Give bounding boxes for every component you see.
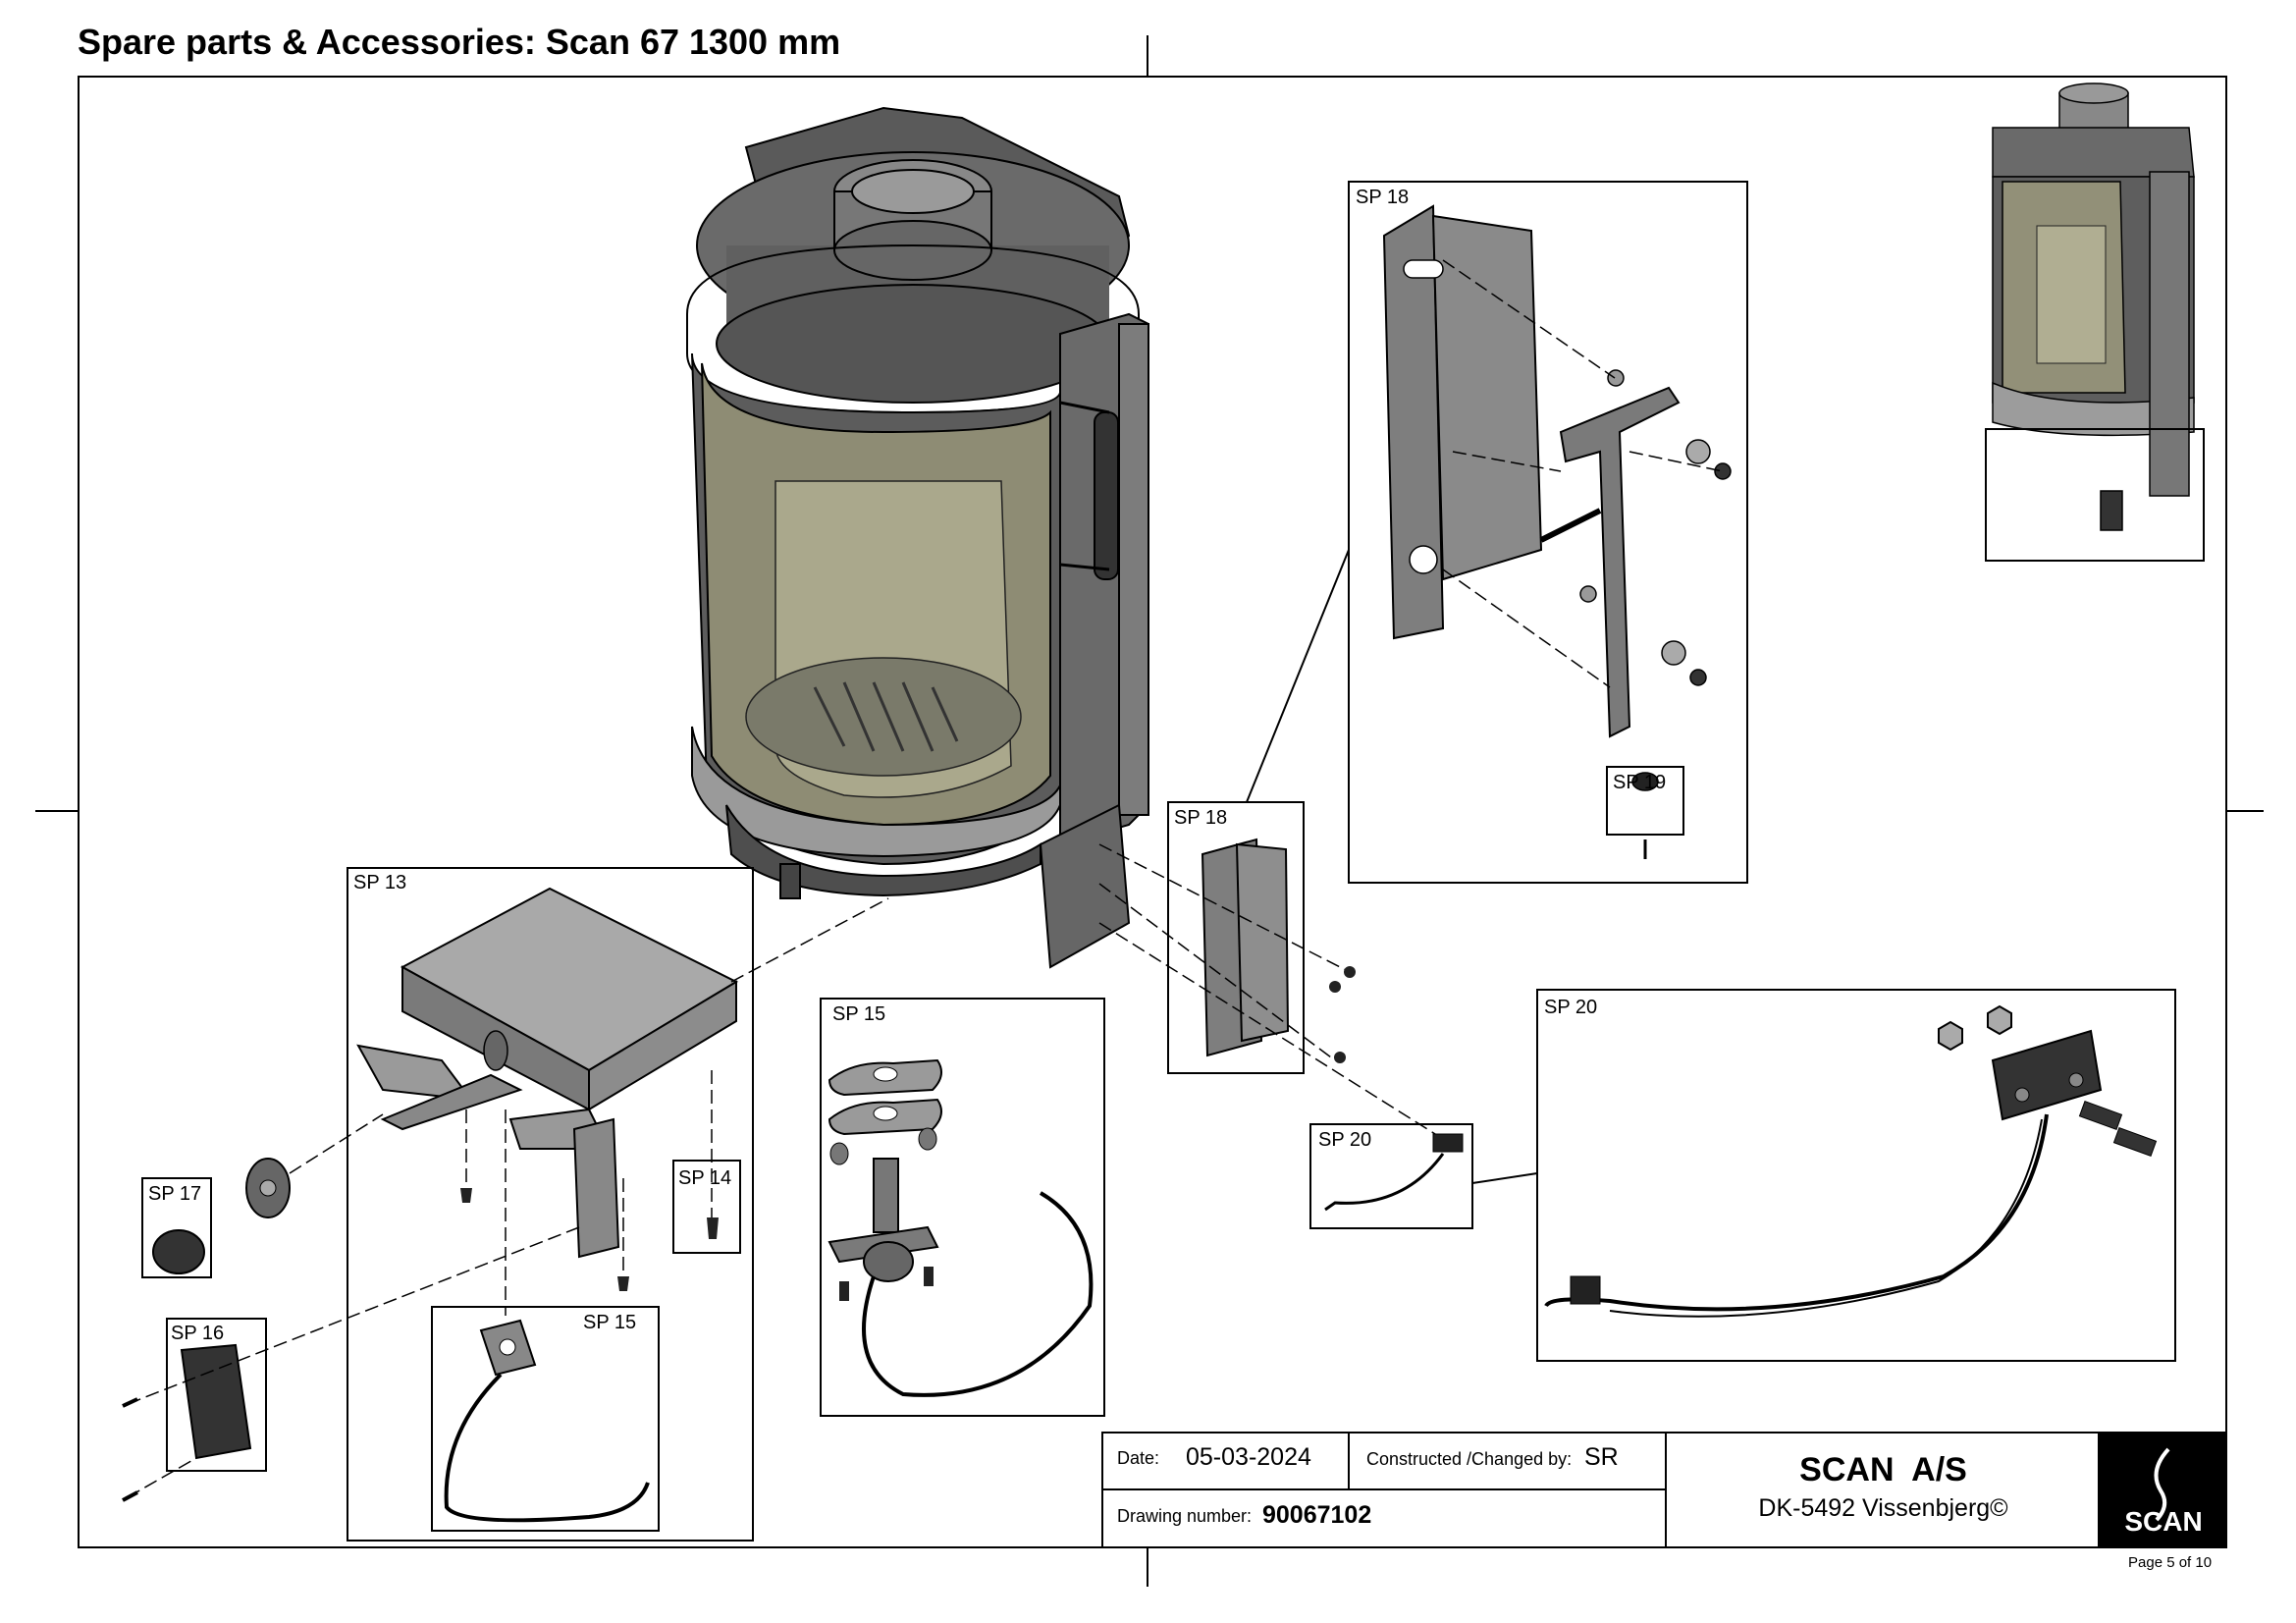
sp16-parts bbox=[122, 1226, 580, 1502]
flame-icon bbox=[2154, 1447, 2170, 1522]
date-value: 05-03-2024 bbox=[1186, 1443, 1311, 1471]
sp20-large-parts bbox=[1544, 1004, 2158, 1318]
sp19-box bbox=[1606, 766, 1684, 836]
drawing-number-label: Drawing number: bbox=[1117, 1506, 1253, 1526]
sp18-small-label: SP 18 bbox=[1174, 807, 1228, 829]
company-name: SCAN A/S bbox=[1799, 1451, 1967, 1488]
page-number: Page 5 of 10 bbox=[2128, 1554, 2213, 1571]
company-address: DK-5492 Vissenbjerg© bbox=[1758, 1494, 2008, 1522]
thumbnail-detail-box bbox=[1985, 428, 2205, 562]
sp16-box bbox=[166, 1318, 267, 1472]
title-block: Date: 05-03-2024 Constructed /Changed by… bbox=[1101, 1432, 2227, 1548]
sp20-small-parts bbox=[1324, 1133, 1464, 1212]
changed-by-value: SR bbox=[1584, 1443, 1619, 1471]
sp15-small-parts bbox=[444, 1319, 650, 1523]
sp20-large-label: SP 20 bbox=[1544, 997, 1598, 1018]
scan-logo: SCAN bbox=[2100, 1432, 2227, 1548]
sp17-parts bbox=[152, 1113, 384, 1274]
sp15-main-parts bbox=[828, 1058, 1094, 1397]
changed-by-label: Constructed /Changed by: bbox=[1366, 1449, 1573, 1469]
sp17-label: SP 17 bbox=[148, 1183, 202, 1205]
sp18-small-parts bbox=[1098, 838, 1444, 1140]
sp18-parts bbox=[1382, 204, 1732, 859]
sp13-parts bbox=[356, 887, 889, 1316]
sp19-label: SP 19 bbox=[1613, 772, 1667, 793]
sp20-large-box bbox=[1536, 989, 2176, 1362]
page-title: Spare parts & Accessories: Scan 67 1300 … bbox=[78, 22, 841, 62]
sp14-bolt bbox=[707, 1217, 719, 1239]
sp14-label: SP 14 bbox=[678, 1167, 732, 1189]
sp20-small-label: SP 20 bbox=[1318, 1129, 1372, 1151]
stove-thumbnail bbox=[1985, 82, 2205, 562]
logo-text: SCAN bbox=[2124, 1506, 2203, 1537]
sp18-small-box bbox=[1167, 801, 1305, 1074]
sp18-large-label: SP 18 bbox=[1356, 187, 1410, 208]
sp20-small-box bbox=[1309, 1123, 1473, 1229]
sp14-box bbox=[672, 1160, 741, 1254]
drawing-number-value: 90067102 bbox=[1262, 1501, 1372, 1529]
date-label: Date: bbox=[1117, 1448, 1160, 1468]
sp15-main-box bbox=[820, 998, 1105, 1417]
sp15-small-label: SP 15 bbox=[583, 1312, 637, 1333]
sp18-large-box bbox=[1348, 181, 1748, 884]
sp13-box bbox=[347, 867, 754, 1542]
stove-main bbox=[686, 106, 1149, 969]
sp13-label: SP 13 bbox=[353, 872, 407, 893]
sp16-label: SP 16 bbox=[171, 1323, 225, 1344]
sp15-small-box bbox=[431, 1306, 660, 1532]
sp15-main-label: SP 15 bbox=[832, 1003, 886, 1025]
sp17-box bbox=[141, 1177, 212, 1278]
